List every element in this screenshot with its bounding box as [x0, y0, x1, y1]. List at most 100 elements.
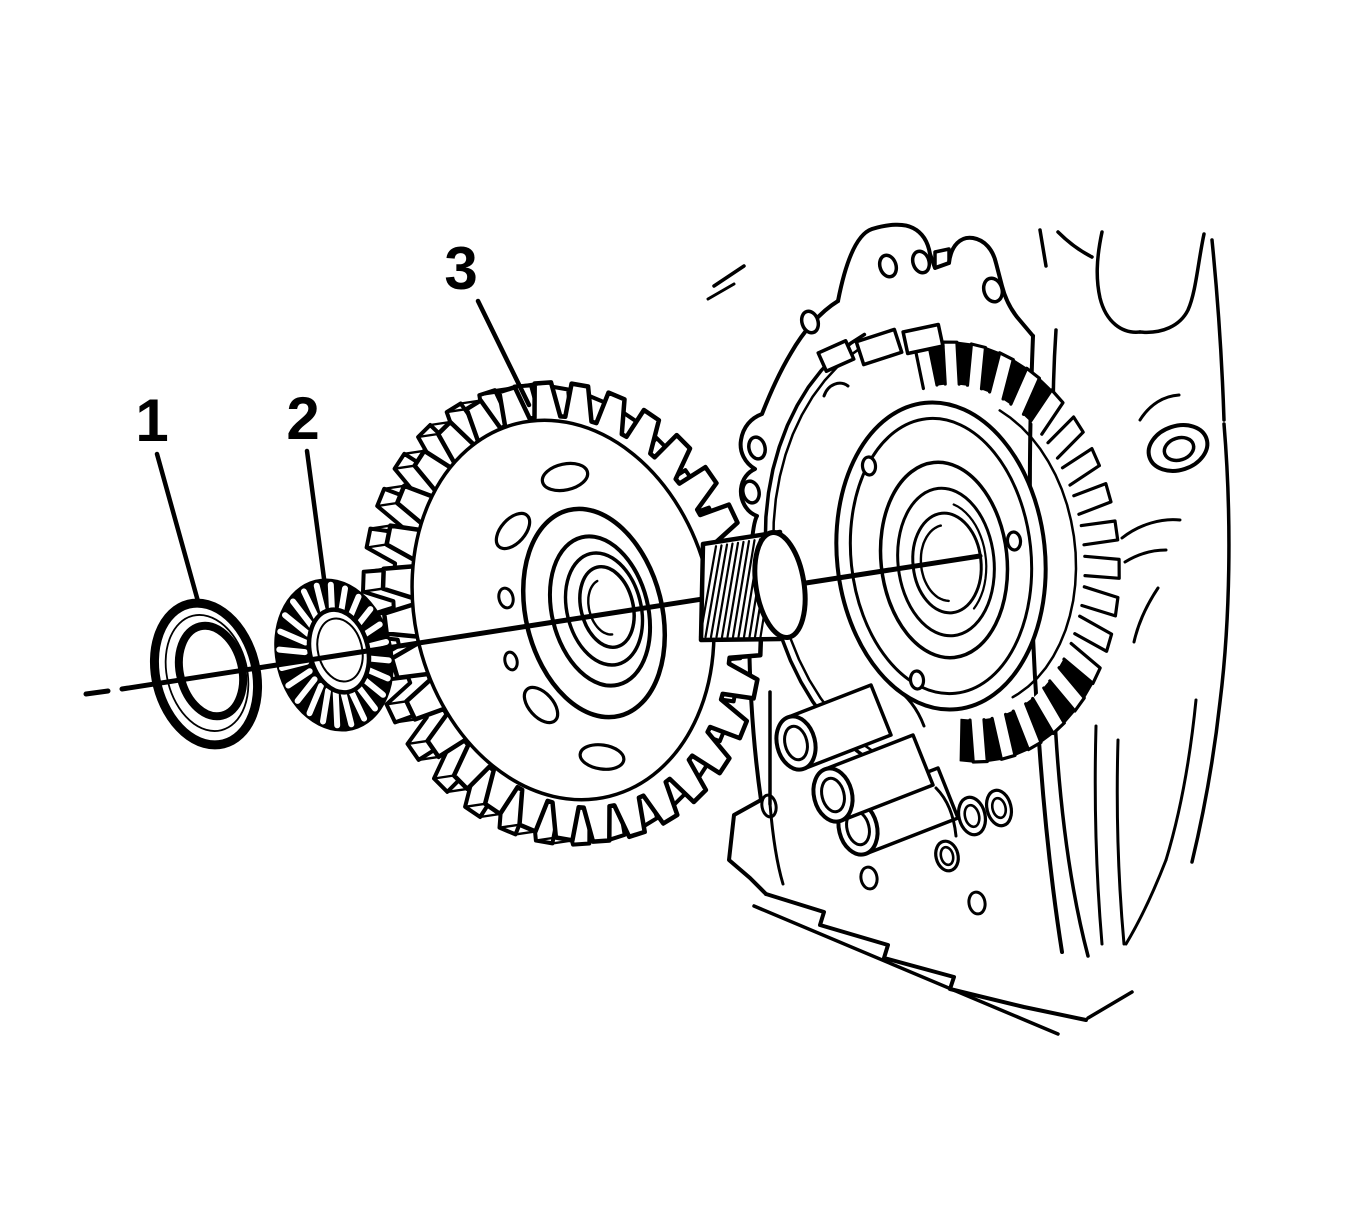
bearing-rollers [276, 581, 392, 729]
ring-gear-tooth [1048, 666, 1086, 713]
tube-2-bore [820, 776, 846, 814]
gear-tooth-depth-line [463, 802, 487, 808]
gear-face-hole-lower-left [522, 685, 560, 725]
case-right-edge [1190, 422, 1231, 864]
gear-tooth-depth-line [417, 755, 440, 762]
flange-bolt-hole-left3 [741, 479, 761, 505]
splined-shaft [698, 529, 808, 643]
valve-body-tube-bosses [760, 683, 1014, 916]
bore-bolt-hole-2 [1005, 530, 1023, 552]
case-right-inner-curve [1164, 698, 1198, 862]
bearing-roller [276, 646, 308, 656]
gear-tooth-depth-line [365, 543, 388, 549]
tube-right-bore-2 [990, 796, 1008, 820]
case-top-u-curve-right [1138, 232, 1206, 335]
case-upper-silhouette-line2 [706, 282, 736, 301]
ring-gear-tooth [965, 342, 988, 391]
flange-bolt-hole-ear2 [981, 276, 1005, 304]
gear-tooth-depth-line [429, 420, 452, 427]
ring-gear-tooth [1083, 554, 1121, 580]
gear-hub-depth-arc [587, 579, 614, 636]
bore-flange-inner [848, 416, 1034, 696]
flange-bolt-hole-ear1a [877, 253, 899, 279]
gear-tooth-depth-line [514, 830, 537, 836]
case-oval-boss-hole [1162, 435, 1196, 463]
case-bottom-flange-stepped [764, 892, 1088, 1022]
gear-tooth-depth-line [361, 587, 385, 593]
gear-tooth-depth-line [403, 449, 426, 455]
gear-tooth-depth-line [406, 739, 429, 746]
callout-3-leader [475, 298, 532, 408]
case-bottom-flange-lower [752, 904, 1060, 1036]
tube-right-bore-1 [963, 803, 981, 829]
tube-web-line-2 [768, 802, 785, 886]
case-squiggle-3 [1132, 586, 1160, 644]
spline-line [709, 543, 729, 639]
flange-bolt-hole-left2 [747, 435, 767, 461]
ring-gear-tooth [988, 351, 1015, 401]
ring-gear-tooth [1046, 415, 1085, 460]
case-squiggle-2 [1123, 548, 1168, 564]
ring-gear-tooth [1073, 614, 1114, 653]
bearing-roller [347, 685, 368, 722]
ring-gear-tooth [1011, 702, 1043, 752]
spline-line [737, 539, 756, 639]
web-hole-2 [859, 865, 879, 891]
bearing-roller [282, 612, 311, 637]
bearing-roller [294, 676, 318, 704]
gear-tooth-depth-line [534, 836, 558, 842]
case-top-prong-2 [1056, 230, 1094, 259]
shaft-end-cap [752, 530, 808, 640]
ring-gear-tooth [1031, 686, 1066, 735]
gear-face-hole-small-1 [497, 586, 515, 610]
gear-tooth-depth-line [385, 700, 408, 706]
ring-gear-tooth [990, 712, 1017, 761]
bore-bolt-hole-1 [860, 455, 878, 477]
callout-1-label: 1 [135, 387, 168, 454]
pawl-block-3 [816, 339, 856, 373]
centerline [83, 553, 983, 697]
gear-tooth-depth-line [369, 524, 392, 530]
flange-bolt-hole-left1 [799, 309, 821, 335]
centerline-main [119, 553, 983, 692]
ring-gear-tooth [941, 340, 961, 386]
gear-hub-bore [578, 564, 636, 650]
tube-web-line-3 [891, 684, 926, 728]
pawl-block-1 [854, 327, 904, 367]
case-small-arc-detail [822, 381, 850, 398]
case-bottom-flange-tip [1086, 990, 1134, 1020]
case-ear-notch [933, 247, 951, 270]
case-vertical-rib-1 [1027, 334, 1064, 954]
spline-line [731, 540, 751, 639]
gear-face-hole-upper-left [494, 511, 532, 551]
bearing-roller [340, 688, 355, 728]
ring-gear-tooth [1060, 447, 1101, 487]
spline-line [726, 540, 745, 639]
tube-web-line-4 [934, 786, 958, 838]
callout-2-label: 2 [286, 385, 319, 452]
callout-3-label: 3 [444, 235, 477, 302]
gear-face-hole-top [540, 461, 590, 493]
gear-tooth-depth-line [478, 812, 502, 819]
gear-face-hole-bottom [578, 743, 626, 771]
spline-line [720, 541, 740, 639]
gear-face-hole-small-2 [503, 650, 519, 672]
bore-recess [878, 460, 1010, 660]
gear-tooth-depth-line [446, 787, 469, 794]
bearing-roller [290, 598, 316, 630]
spline-line [698, 545, 718, 639]
ring-gear-face-arc [998, 409, 1078, 699]
gear-tooth-depth-line [393, 464, 416, 470]
case-oval-boss [1146, 423, 1210, 473]
bore-bolt-hole-3 [908, 669, 926, 691]
final-drive-gear [361, 380, 764, 847]
callout-2-leader [304, 448, 328, 589]
gear-tooth-depth-line [529, 381, 553, 387]
ring-gear-tooth [1080, 585, 1120, 618]
bearing-roller [306, 682, 324, 717]
callouts: 1 2 3 [135, 235, 532, 608]
ring-gear-tooth [1072, 482, 1113, 516]
case-lower-rib-1 [1093, 724, 1104, 946]
case-lower-rib-2 [1115, 738, 1126, 946]
